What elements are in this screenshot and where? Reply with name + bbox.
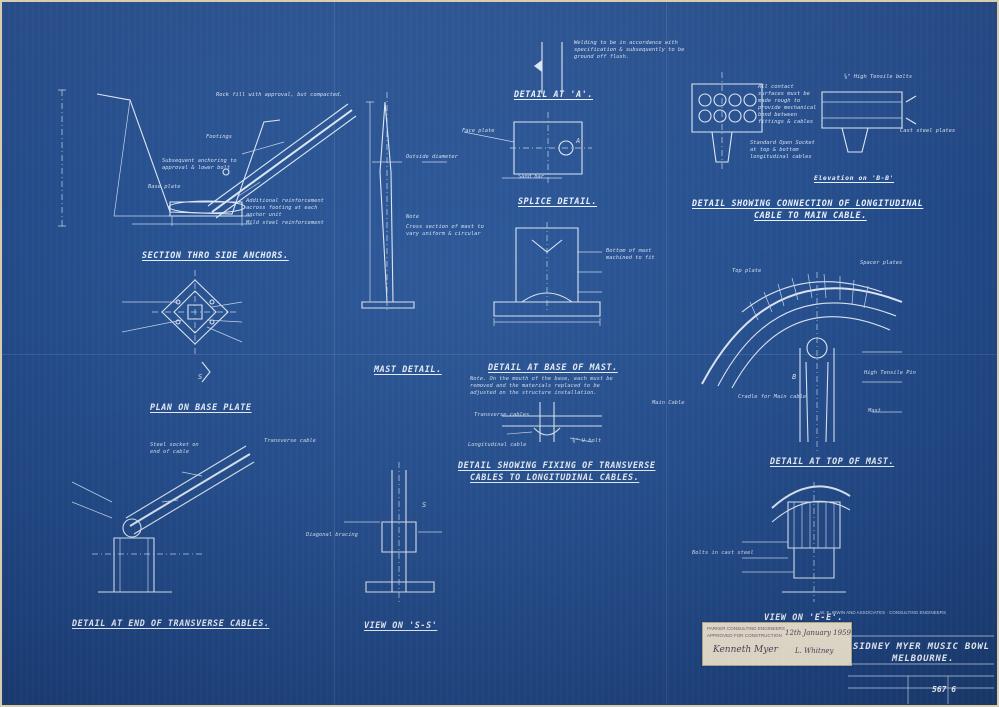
stamp-date: 12th January 1959 [785, 629, 851, 637]
title-block-frame [848, 635, 994, 704]
title-plan-base-plate: PLAN ON BASE PLATE [150, 402, 252, 412]
stamp-signature: Kenneth Myer [713, 645, 778, 655]
note-standard-cable: Standard Open Socket at top & bottom lon… [750, 140, 815, 160]
title-block: W. E. IRWIN AND ASSOCIATES · CONSULTING … [702, 610, 994, 704]
note-subsequent-anchoring: Subsequent anchoring to approval & lower… [162, 158, 237, 171]
title-detail-connection-2: CABLE TO MAIN CABLE. [754, 210, 867, 220]
title-splice-detail: SPLICE DETAIL. [518, 196, 597, 206]
title-detail-top-mast: DETAIL AT TOP OF MAST. [770, 456, 895, 466]
note-main-cable: Main Cable [652, 400, 685, 406]
stamp-line-2: APPROVED FOR CONSTRUCTION [707, 633, 782, 638]
title-detail-connection-1: DETAIL SHOWING CONNECTION OF LONGITUDINA… [692, 198, 924, 208]
section-side-anchors-drawing [58, 90, 356, 226]
note-base-plate: Base plate [148, 184, 181, 190]
section-mark-a: A [576, 137, 581, 145]
mast-detail-drawing [362, 92, 447, 312]
note-diagonal-bracing: Diagonal bracing [306, 532, 358, 538]
title-section-side-anchors: SECTION THRO SIDE ANCHORS. [142, 250, 289, 260]
base-mast-drawing [494, 222, 602, 326]
approval-stamp: PARKER CONSULTING ENGINEERS APPROVED FOR… [702, 622, 852, 666]
note-mast-word: Mast [868, 408, 881, 414]
note-transverse-cables: Transverse cables [474, 412, 530, 418]
stamp-line-1: PARKER CONSULTING ENGINEERS [707, 626, 785, 631]
note-longitudinal-cable: Longitudinal cable [468, 442, 527, 448]
note-outside-diameter: Outside diameter [406, 154, 458, 160]
note-mast: Cross section of mast to vary uniform & … [406, 224, 484, 237]
note-contact-surfaces: All contact surfaces must be made rough … [758, 84, 817, 125]
note-welding: Welding to be in accordance with specifi… [574, 40, 685, 60]
note-transverse-cable: Transverse cable [264, 438, 316, 444]
note-bolts-cast-steel: Bolts in cast steel [692, 550, 754, 556]
detail-a-drawing [464, 42, 592, 184]
note-spacer-plates: Spacer plates [860, 260, 903, 266]
section-mark-b: B [792, 373, 797, 381]
note-high-tensile-pin: High Tensile Pin [864, 370, 916, 376]
note-face-plate: Face plate [462, 128, 495, 134]
section-mark-s-2: S [422, 501, 427, 509]
note-top-plate: Top plate [732, 268, 762, 274]
section-mark-s: S [198, 373, 203, 381]
title-elevation: Elevation on 'B-B' [814, 174, 895, 182]
view-ee-drawing [742, 482, 850, 602]
project-name: SIDNEY MYER MUSIC BOWL [853, 642, 990, 652]
note-rock-fill: Rock fill with approval, but compacted. [216, 92, 343, 98]
title-view-ss: VIEW ON 'S-S' [364, 620, 438, 630]
plan-base-plate-drawing [122, 270, 242, 382]
fold-line [2, 354, 997, 355]
title-detail-end-transverse: DETAIL AT END OF TRANSVERSE CABLES. [72, 618, 270, 628]
note-footings: Footings [206, 134, 232, 140]
note-mild-steel: Mild steel reinforcement [246, 220, 324, 226]
fixing-transverse-drawing [502, 402, 602, 442]
title-detail-fixing-2: CABLES TO LONGITUDINAL CABLES. [470, 472, 640, 482]
title-view-ee: VIEW ON 'E-E'. [764, 612, 843, 622]
note-bottom-of-mast: Bottom of mast machined to fit [606, 248, 655, 261]
project-city: MELBOURNE. [892, 654, 955, 664]
note-sand-bar: Sand bar [518, 174, 544, 180]
end-transverse-drawing [72, 446, 254, 592]
stamp-signature-2: L. Whitney [795, 647, 834, 655]
note-cast-steel: Cast steel plates [900, 128, 956, 134]
title-mast-detail: MAST DETAIL. [374, 364, 442, 374]
firm-name: W. E. IRWIN AND ASSOCIATES · CONSULTING … [820, 610, 947, 615]
fold-line [334, 2, 335, 705]
note-steel-socket: Steel socket on end of cable [150, 442, 199, 455]
note-word: Note [406, 214, 419, 220]
top-mast-drawing [702, 272, 902, 452]
note-base: Note. On the mouth of the base, each mus… [470, 376, 613, 396]
note-high-tensile-bolts: ⅝" High Tensile bolts [844, 74, 913, 80]
note-additional-reinforcement: Additional reinforcement across footing … [246, 198, 324, 218]
drawing-number: 567 6 [932, 685, 957, 694]
view-ss-drawing [344, 462, 442, 602]
note-cradle: Cradle for Main cable [738, 394, 807, 400]
fold-line [666, 2, 667, 705]
title-detail-at-a: DETAIL AT 'A'. [514, 89, 593, 99]
title-detail-base-mast: DETAIL AT BASE OF MAST. [488, 362, 618, 372]
connection-longitudinal-drawing [692, 72, 916, 172]
note-u-bolt: ⅝" U bolt [572, 438, 602, 444]
title-detail-fixing-1: DETAIL SHOWING FIXING OF TRANSVERSE [458, 460, 656, 470]
